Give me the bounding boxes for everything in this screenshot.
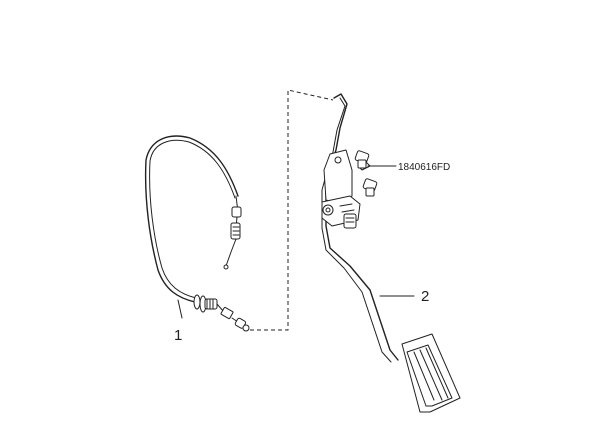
accelerator-pedal-assembly (321, 93, 461, 413)
callouts: 1 2 1840616FD (174, 162, 450, 344)
accelerator-cable (144, 89, 334, 332)
callout-part-1: 1 (174, 327, 182, 344)
callout-part-2: 2 (421, 288, 429, 305)
mounting-bolts (354, 150, 378, 197)
bolt-lower (362, 178, 378, 197)
bolt-upper (354, 150, 371, 171)
fastener-code-label: 1840616FD (398, 162, 450, 173)
leader-line-cable (177, 299, 183, 319)
